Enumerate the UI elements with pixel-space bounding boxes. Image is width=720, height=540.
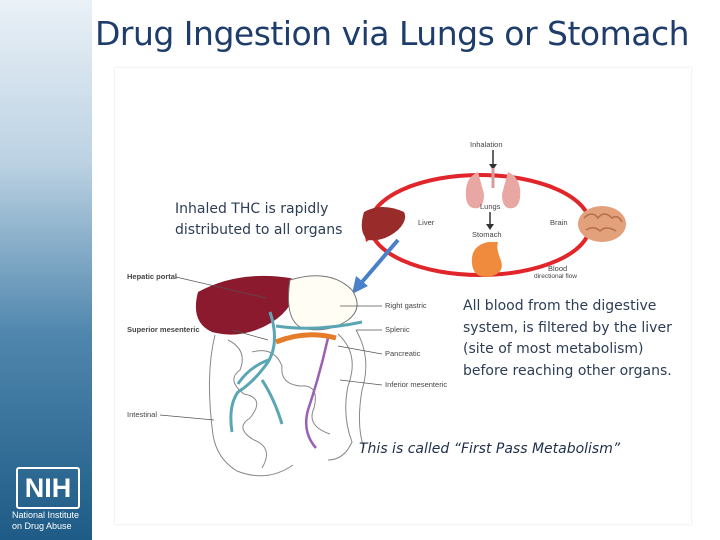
label-right-gastric: Right gastric — [385, 301, 427, 310]
label-lungs: Lungs — [480, 202, 501, 211]
teal-veins — [229, 311, 363, 433]
inhaled-line-1: Inhaled THC is rapidly — [175, 201, 329, 217]
first-pass-note: This is called “First Pass Metabolism” — [359, 441, 621, 457]
label-superior-mesenteric: Superior mesenteric — [127, 325, 200, 334]
side-band — [0, 0, 92, 540]
lungs-illustration — [465, 168, 521, 209]
nih-line-2: on Drug Abuse — [12, 521, 72, 531]
label-brain: Brain — [550, 218, 568, 227]
label-pancreatic: Pancreatic — [385, 349, 421, 358]
stomach-outline — [288, 275, 358, 331]
nih-line-1: National Institute — [12, 510, 80, 520]
label-inhalation: Inhalation — [470, 140, 503, 149]
nih-institute-name: National Institute on Drug Abuse — [12, 510, 92, 532]
brain-illustration — [578, 206, 626, 242]
label-inferior-mesenteric: Inferior mesenteric — [385, 380, 448, 389]
label-blood: Blood — [548, 264, 568, 273]
label-intestinal: Intestinal — [127, 410, 158, 419]
label-leader-lines — [159, 276, 383, 421]
inhaled-line-2: distributed to all organs — [175, 222, 343, 238]
label-liver: Liver — [418, 218, 435, 227]
intestine-illustration — [208, 329, 367, 477]
slide-title: Drug Ingestion via Lungs or Stomach — [94, 14, 690, 53]
blue-pointer-arrow — [360, 238, 400, 284]
nih-logo: NIH — [16, 467, 80, 509]
label-flow: directional flow — [534, 273, 577, 280]
label-stomach: Stomach — [472, 230, 502, 239]
label-splenic: Splenic — [385, 325, 410, 334]
stomach-illustration — [471, 242, 502, 277]
purple-vein — [305, 337, 330, 449]
pancreas-illustration — [275, 332, 337, 345]
inhaled-thc-note: Inhaled THC is rapidly distributed to al… — [175, 199, 342, 241]
liver-small — [361, 207, 406, 241]
blood-filter-note: All blood from the digestive system, is … — [463, 296, 678, 382]
label-hepatic-portal: Hepatic portal — [127, 272, 178, 281]
